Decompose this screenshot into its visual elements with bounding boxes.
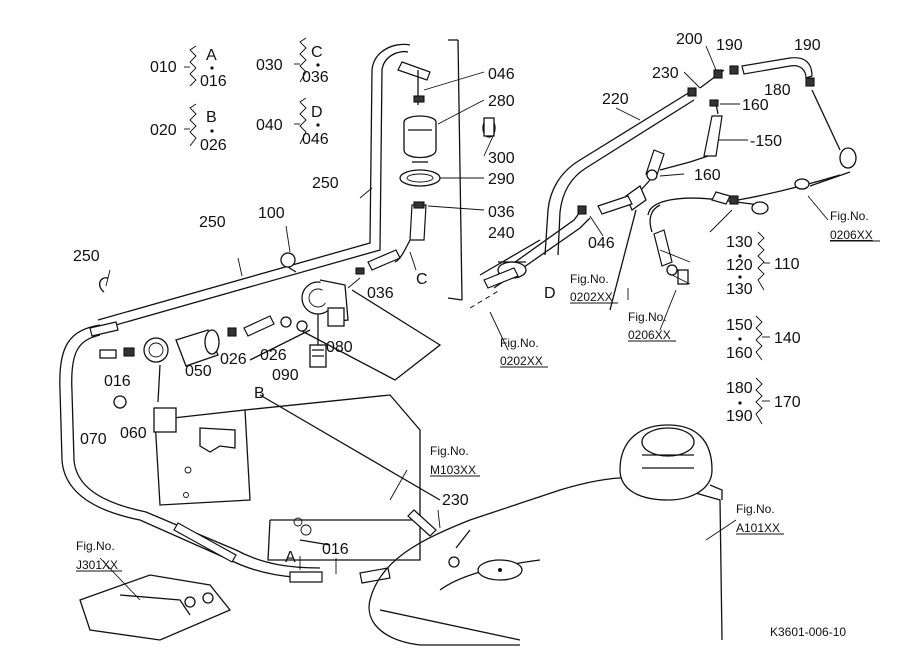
letter-d: D [544, 285, 556, 302]
pipe-220 [469, 91, 695, 309]
part-label-030: 030 [256, 57, 283, 74]
part-label-110: 110 [774, 256, 800, 273]
part-label-200: 200 [676, 31, 703, 48]
fig-ref-m103: M103XX [430, 463, 476, 477]
part-label-016-b: 016 [322, 541, 349, 558]
part-label-026-b: 026 [220, 351, 247, 368]
part-label-220: 220 [602, 91, 629, 108]
fig-ref-label-b: Fig.No. [570, 272, 609, 286]
part-label-280: 280 [488, 93, 515, 110]
chassis-outline [154, 39, 463, 561]
set-legend-040: 040 D 046 [256, 97, 329, 148]
fuel-pump-assembly [280, 252, 365, 368]
part-label-100: 100 [258, 205, 285, 222]
part-label-090: 090 [272, 367, 299, 384]
fig-ref-0206-a: 0206XX [830, 228, 873, 242]
part-label-046-set: 046 [302, 131, 329, 148]
set-legend-020: 020 B 026 [150, 103, 227, 154]
part-label-120-set: 120 [726, 257, 753, 274]
fig-ref-label-g: Fig.No. [76, 539, 115, 553]
part-label-060: 060 [120, 425, 147, 442]
part-label-250-b: 250 [199, 214, 226, 231]
part-label-240: 240 [488, 225, 515, 242]
set-legend-140: 150 160 140 [726, 315, 801, 362]
part-label-190-a: 190 [716, 37, 743, 54]
figure-references: Fig.No. 0206XX Fig.No. 0202XX Fig.No. 02… [76, 209, 880, 572]
part-label-016-a: 016 [104, 373, 131, 390]
part-label-150-set: 150 [726, 317, 753, 334]
fig-ref-j301: J301XX [76, 558, 118, 572]
fig-ref-0202-a: 0202XX [570, 290, 613, 304]
fig-ref-label-f: Fig.No. [736, 502, 775, 516]
fig-ref-0202-b: 0202XX [500, 354, 543, 368]
part-label-130-set-a: 130 [726, 234, 753, 251]
fig-ref-a101: A101XX [736, 521, 780, 535]
part-label-070: 070 [80, 431, 107, 448]
part-label-230-a: 230 [652, 65, 679, 82]
part-label-290: 290 [488, 171, 515, 188]
part-label-180: 180 [764, 82, 791, 99]
set-letter-a: A [206, 47, 217, 64]
hose-segments [89, 61, 437, 584]
part-label-170: 170 [774, 394, 801, 411]
right-hose-set [577, 57, 857, 311]
part-label-036-b: 036 [367, 285, 394, 302]
part-label-046-a: 046 [488, 66, 515, 83]
part-label-300: 300 [488, 150, 515, 167]
set-letter-c: C [311, 44, 323, 61]
part-labels: 046 280 300 290 036 250 250 250 100 036 … [73, 31, 821, 566]
part-label-010: 010 [150, 59, 177, 76]
set-letter-d: D [311, 104, 323, 121]
part-label-026-set: 026 [200, 137, 227, 154]
part-label-180-set: 180 [726, 380, 753, 397]
main-fuel-pipe [59, 43, 411, 579]
part-label-250-a: 250 [312, 175, 339, 192]
part-label-040: 040 [256, 117, 283, 134]
part-label-016-set: 016 [200, 73, 227, 90]
document-id: K3601-006-10 [770, 625, 846, 639]
part-label-026-a: 026 [260, 347, 287, 364]
part-label-140: 140 [774, 330, 801, 347]
fig-ref-0206-b: 0206XX [628, 328, 671, 342]
part-label-190-b: 190 [794, 37, 821, 54]
part-label-050: 050 [185, 363, 212, 380]
part-label-160-b: 160 [694, 167, 721, 184]
part-label-160-a: 160 [742, 97, 769, 114]
part-label-036-set: 036 [302, 69, 329, 86]
fig-ref-label-c: Fig.No. [628, 310, 667, 324]
filter-050 [98, 277, 237, 433]
part-label-020: 020 [150, 122, 177, 139]
set-legend-170: 180 190 170 [726, 377, 801, 425]
set-legend-110: 130 120 130 110 [726, 231, 800, 298]
letter-c: C [416, 271, 428, 288]
fig-ref-label-a: Fig.No. [830, 209, 869, 223]
part-label-190-set: 190 [726, 408, 753, 425]
part-label-036-a: 036 [488, 204, 515, 221]
set-letter-b: B [206, 109, 217, 126]
set-legend-010: 010 A 016 [150, 45, 227, 90]
part-label-230-b: 230 [442, 492, 469, 509]
part-label-046-b: 046 [588, 235, 615, 252]
bracket-j301 [79, 574, 232, 641]
part-label-130-set-b: 130 [726, 281, 753, 298]
part-label-150: -150 [750, 133, 782, 150]
fig-ref-label-e: Fig.No. [430, 444, 469, 458]
set-legend-030: 030 C 036 [256, 37, 329, 86]
part-label-250-c: 250 [73, 248, 100, 265]
letter-a: A [285, 549, 296, 566]
part-label-160-set: 160 [726, 345, 753, 362]
part-label-080: 080 [326, 339, 353, 356]
fig-ref-label-d: Fig.No. [500, 336, 539, 350]
fuel-tank [368, 424, 723, 646]
fuel-filter-assembly [394, 70, 496, 263]
leader-lines [99, 45, 829, 601]
letter-b: B [254, 385, 265, 402]
